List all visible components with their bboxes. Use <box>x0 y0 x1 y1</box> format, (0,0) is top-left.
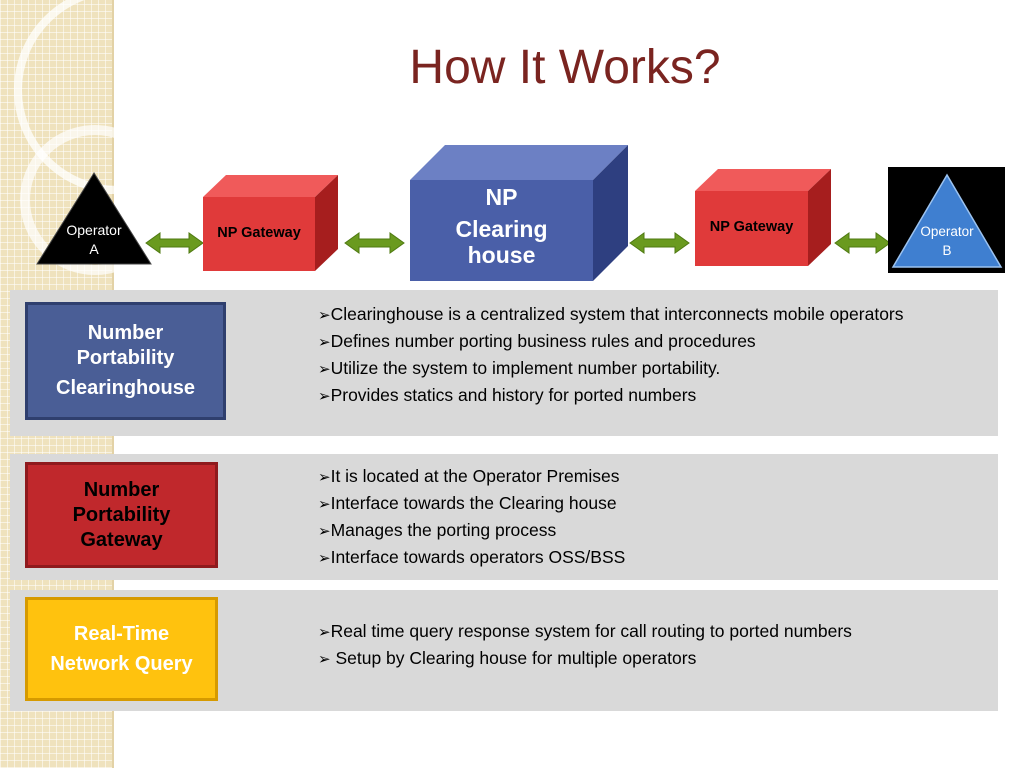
bullet-item: ➢Interface towards operators OSS/BSS <box>318 547 626 567</box>
bullet-item: ➢Provides statics and history for ported… <box>318 385 697 405</box>
realtime-query-label-box: Real-Time Network Query <box>25 597 218 701</box>
connector-arrow-1 <box>145 232 204 254</box>
bullet-item: ➢It is located at the Operator Premises <box>318 466 620 486</box>
bullet-marker-icon: ➢ <box>318 361 331 378</box>
clearinghouse-bullet-list: ➢Clearinghouse is a centralized system t… <box>318 304 918 412</box>
connector-arrow-3 <box>629 232 690 254</box>
np-gateway-right-label: NP Gateway <box>709 219 794 235</box>
connector-arrow-2 <box>344 232 405 254</box>
np-gateway-right-cube <box>695 169 831 266</box>
operator-a-label: Operator A <box>66 222 122 257</box>
bullet-item: ➢Utilize the system to implement number … <box>318 358 721 378</box>
clearinghouse-label-box: Number Portability Clearinghouse <box>25 302 226 420</box>
connector-arrow-4 <box>834 232 891 254</box>
bullet-item: ➢Manages the porting process <box>318 520 557 540</box>
gateway-bullet-list: ➢It is located at the Operator Premises … <box>318 466 918 574</box>
bullet-item: ➢ Setup by Clearing house for multiple o… <box>318 648 697 668</box>
np-clearing-house-cube <box>410 145 628 281</box>
bullet-item: ➢Real time query response system for cal… <box>318 621 852 641</box>
bullet-marker-icon: ➢ <box>318 334 331 351</box>
bullet-marker-icon: ➢ <box>318 523 331 540</box>
np-flow-diagram <box>36 145 1005 281</box>
decorative-circles <box>14 0 140 275</box>
bullet-marker-icon: ➢ <box>318 651 331 668</box>
bullet-marker-icon: ➢ <box>318 388 331 405</box>
operator-a-triangle <box>36 172 152 265</box>
bullet-item: ➢Defines number porting business rules a… <box>318 331 756 351</box>
np-gateway-left-label: NP Gateway <box>217 225 301 241</box>
gateway-label-box: Number Portability Gateway <box>25 462 218 568</box>
bullet-marker-icon: ➢ <box>318 307 331 324</box>
clearing-house-label: NP Clearing house <box>455 184 548 268</box>
slide-title: How It Works? <box>409 41 721 94</box>
bullet-marker-icon: ➢ <box>318 496 331 513</box>
bullet-item: ➢Clearinghouse is a centralized system t… <box>318 304 904 324</box>
operator-b-label: Operator B <box>920 224 974 258</box>
bullet-marker-icon: ➢ <box>318 624 331 641</box>
operator-b-triangle <box>891 173 1003 268</box>
bullet-marker-icon: ➢ <box>318 469 331 486</box>
realtime-bullet-list: ➢Real time query response system for cal… <box>318 621 918 675</box>
bullet-item: ➢Interface towards the Clearing house <box>318 493 617 513</box>
bullet-marker-icon: ➢ <box>318 550 331 567</box>
np-gateway-left-cube <box>203 175 338 271</box>
